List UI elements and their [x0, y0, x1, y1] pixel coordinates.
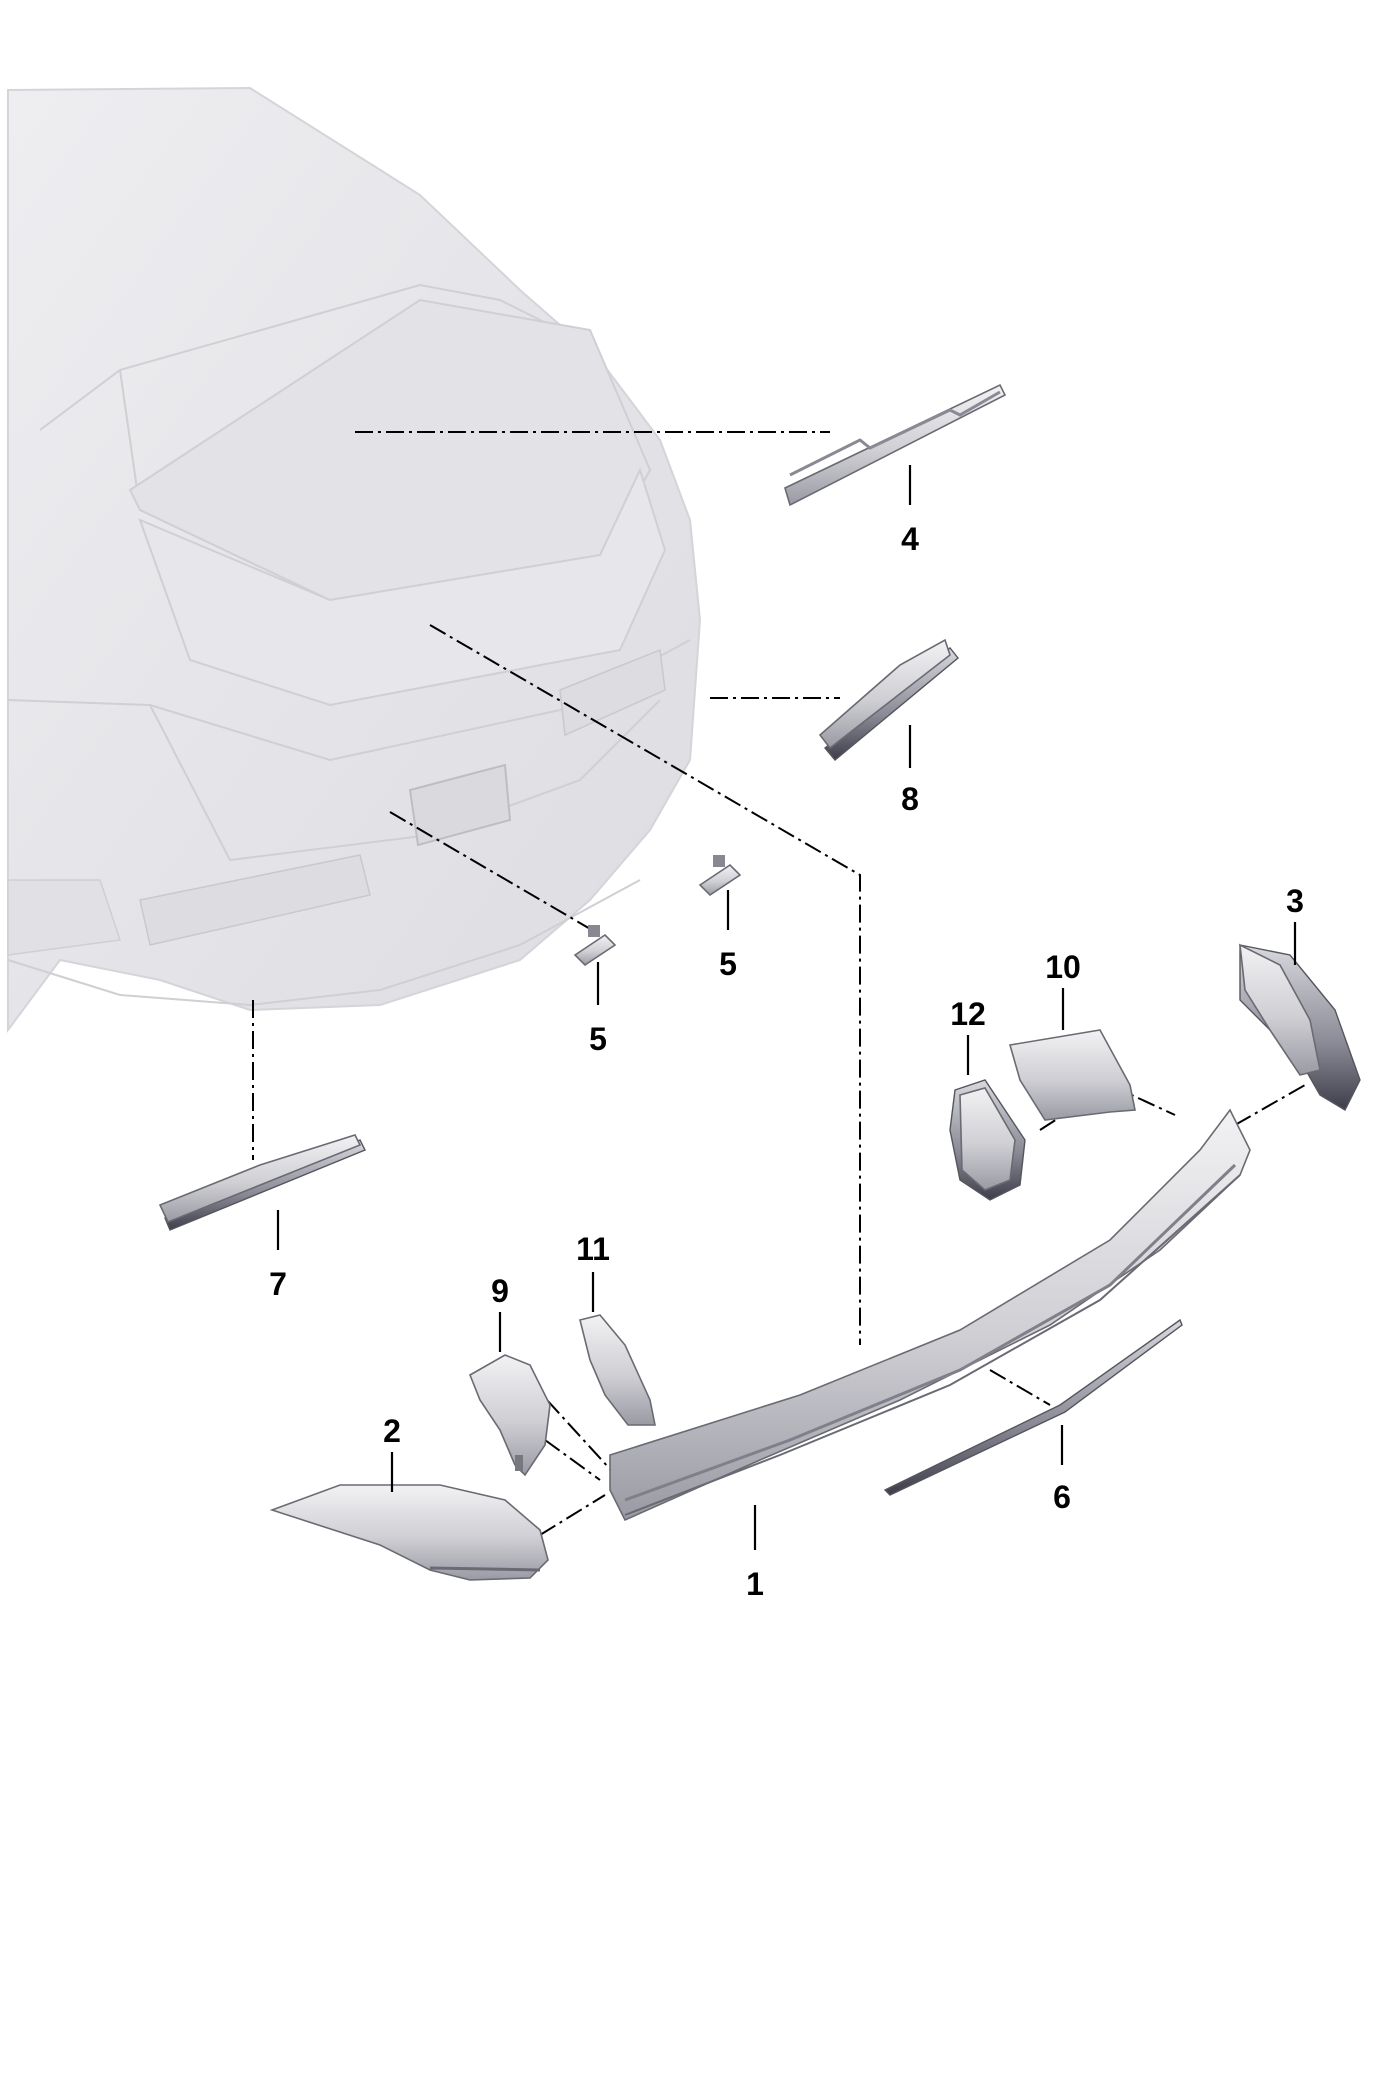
callout-11: 11 [576, 1231, 610, 1267]
callout-1: 1 [746, 1566, 764, 1602]
part-3-right-corner-trim [1239, 943, 1361, 1111]
callout-6: 6 [1053, 1479, 1071, 1515]
callout-7: 7 [269, 1266, 287, 1302]
callout-9: 9 [491, 1273, 509, 1309]
callout-4: 4 [901, 521, 919, 557]
callout-5a: 5 [589, 1021, 607, 1057]
part-11-bracket [579, 1314, 656, 1426]
callout-5b: 5 [719, 946, 737, 982]
callout-10: 10 [1045, 949, 1081, 985]
part-5-plate-light-a [573, 925, 617, 967]
part-5-plate-light-b [698, 855, 742, 897]
callout-labels: 4 8 5 5 7 1 6 9 11 2 10 12 3 [269, 521, 1304, 1602]
callout-2: 2 [383, 1413, 401, 1449]
part-12-bracket [949, 1079, 1026, 1201]
part-9-bracket [468, 1354, 551, 1477]
part-4-brake-light-strip [784, 383, 1007, 507]
assembly-lines [252, 431, 1306, 1536]
part-8-light-lens [818, 638, 959, 761]
part-1-rear-bumper-cover [609, 1108, 1251, 1522]
part-6-trim-strip [883, 1318, 1183, 1496]
callout-12: 12 [950, 996, 986, 1032]
part-2-left-corner-trim [269, 1484, 549, 1581]
callout-8: 8 [901, 781, 919, 817]
vehicle-rear-illustration [7, 86, 702, 1034]
part-7-light-strip [158, 1134, 366, 1231]
part-10-bracket [1008, 1029, 1136, 1121]
callout-leaders [276, 465, 1297, 1550]
callout-3: 3 [1286, 883, 1304, 919]
